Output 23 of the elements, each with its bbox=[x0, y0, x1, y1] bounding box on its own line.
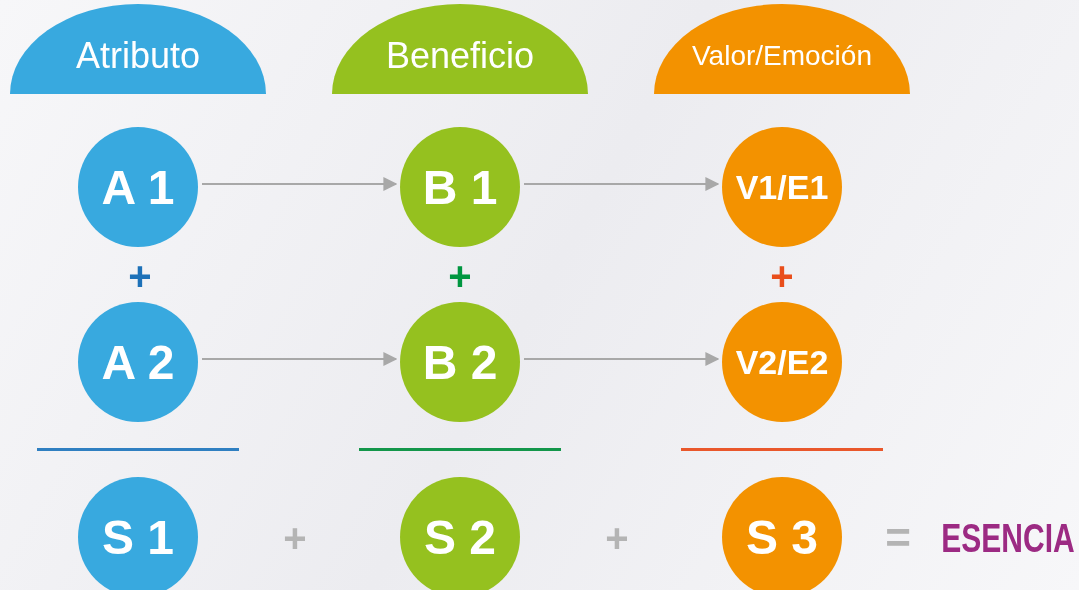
column-heading: Valor/Emoción bbox=[692, 40, 872, 72]
node-label: A 2 bbox=[101, 334, 175, 390]
node-label: S 2 bbox=[423, 509, 496, 565]
arrow bbox=[523, 177, 720, 191]
plus-sign: + bbox=[448, 253, 472, 299]
node-label: V1/E1 bbox=[735, 167, 829, 207]
plus-sign: + bbox=[770, 253, 794, 299]
node-label: B 1 bbox=[422, 159, 498, 215]
arrow bbox=[201, 352, 398, 366]
result-label: ESENCIA bbox=[941, 515, 1075, 561]
arrow bbox=[523, 352, 720, 366]
column-heading: Beneficio bbox=[385, 35, 535, 77]
node-label: B 2 bbox=[422, 334, 498, 390]
node-label: S 1 bbox=[101, 509, 174, 565]
node-label: S 3 bbox=[745, 509, 818, 565]
plus-sign: + bbox=[283, 515, 307, 561]
node-label: V2/E2 bbox=[735, 342, 829, 382]
column-heading: Atributo bbox=[75, 35, 201, 77]
arrow bbox=[201, 177, 398, 191]
equals-sign: = bbox=[885, 513, 911, 563]
plus-sign: + bbox=[128, 253, 152, 299]
plus-sign: + bbox=[605, 515, 629, 561]
node-label: A 1 bbox=[101, 159, 175, 215]
